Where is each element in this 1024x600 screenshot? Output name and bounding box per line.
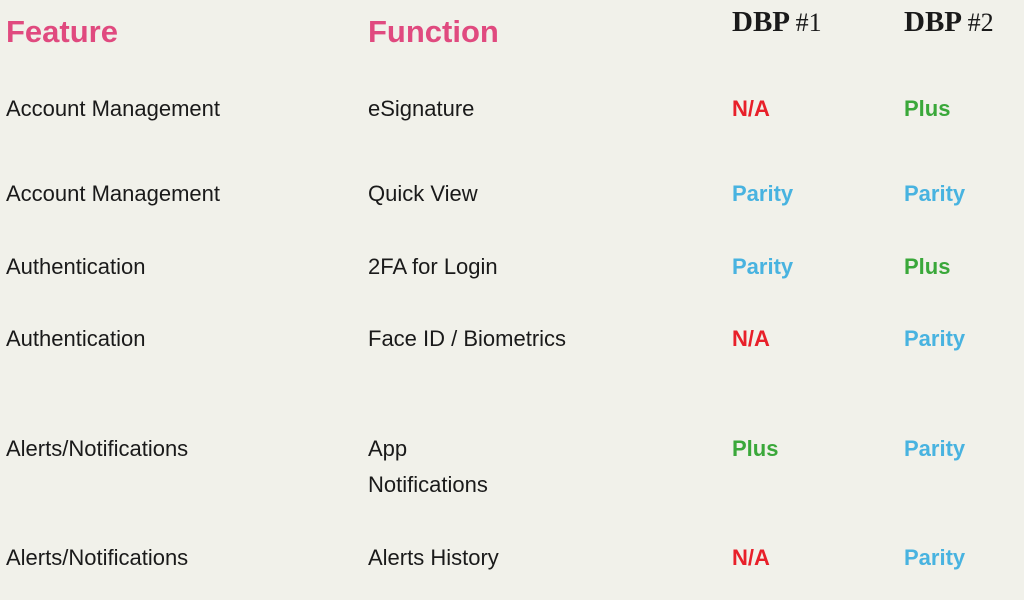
row-feature: Authentication xyxy=(6,254,146,279)
row-dbp2-status: Parity xyxy=(904,181,966,206)
row-feature: Alerts/Notifications xyxy=(6,545,189,570)
row-feature: Authentication xyxy=(6,326,146,351)
header-dbp1-prefix: DBP xyxy=(732,6,796,38)
row-dbp2-status: Plus xyxy=(904,96,951,121)
row-dbp1-status: Plus xyxy=(732,436,779,461)
row-dbp2-status: Parity xyxy=(904,326,966,351)
row-function-line2: Notifications xyxy=(368,472,488,497)
header-dbp2: DBP #2 xyxy=(904,4,994,41)
row-dbp1-status: Parity xyxy=(732,181,794,206)
header-dbp1-number: #1 xyxy=(795,8,822,37)
row-function: Alerts History xyxy=(368,545,499,570)
row-function-line1: App xyxy=(368,436,408,461)
row-dbp1-status: N/A xyxy=(732,545,770,570)
row-dbp2-status: Plus xyxy=(904,254,951,279)
row-dbp2-status: Parity xyxy=(904,436,966,461)
row-dbp1-status: Parity xyxy=(732,254,794,279)
header-feature: Feature xyxy=(6,14,118,49)
header-dbp2-prefix: DBP xyxy=(904,6,968,38)
row-function: 2FA for Login xyxy=(368,254,498,279)
row-dbp1-status: N/A xyxy=(732,326,770,351)
header-function: Function xyxy=(368,14,499,49)
row-function: Face ID / Biometrics xyxy=(368,326,567,351)
header-dbp2-number: #2 xyxy=(967,8,994,37)
row-function: eSignature xyxy=(368,96,475,121)
row-dbp1-status: N/A xyxy=(732,96,770,121)
row-feature: Account Management xyxy=(6,181,221,206)
row-feature: Account Management xyxy=(6,96,221,121)
row-feature: Alerts/Notifications xyxy=(6,436,189,461)
header-dbp1: DBP #1 xyxy=(732,4,822,41)
row-dbp2-status: Parity xyxy=(904,545,966,570)
row-function: Quick View xyxy=(368,181,478,206)
